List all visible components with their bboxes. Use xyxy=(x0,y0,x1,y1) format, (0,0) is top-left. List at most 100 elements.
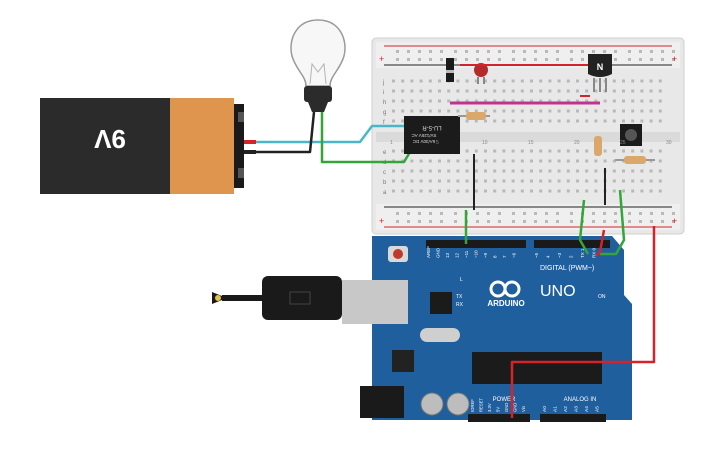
breadboard-hole[interactable] xyxy=(548,159,552,163)
rail-hole[interactable] xyxy=(556,212,559,215)
breadboard-hole[interactable] xyxy=(530,149,533,153)
breadboard-hole[interactable] xyxy=(576,169,579,173)
breadboard-hole[interactable] xyxy=(622,89,625,93)
breadboard-hole[interactable] xyxy=(511,179,515,183)
breadboard-hole[interactable] xyxy=(428,109,432,113)
breadboard-hole[interactable] xyxy=(493,89,497,93)
breadboard-hole[interactable] xyxy=(474,179,478,183)
breadboard-hole[interactable] xyxy=(520,179,524,183)
breadboard-hole[interactable] xyxy=(539,169,543,173)
breadboard-hole[interactable] xyxy=(511,149,515,153)
breadboard-hole[interactable] xyxy=(594,159,598,163)
breadboard-hole[interactable] xyxy=(585,99,589,103)
rail-hole[interactable] xyxy=(523,58,526,61)
breadboard-hole[interactable] xyxy=(576,119,579,123)
breadboard-hole[interactable] xyxy=(401,169,405,173)
breadboard-hole[interactable] xyxy=(410,189,414,193)
rail-hole[interactable] xyxy=(628,50,631,53)
rail-hole[interactable] xyxy=(534,58,537,61)
breadboard-hole[interactable] xyxy=(612,149,616,153)
breadboard-hole[interactable] xyxy=(557,89,561,93)
rail-hole[interactable] xyxy=(614,58,617,61)
breadboard-hole[interactable] xyxy=(520,89,524,93)
rail-hole[interactable] xyxy=(672,212,675,215)
rail-hole[interactable] xyxy=(407,50,410,53)
breadboard-hole[interactable] xyxy=(640,119,644,123)
breadboard-hole[interactable] xyxy=(658,179,662,183)
breadboard-hole[interactable] xyxy=(520,99,524,103)
breadboard-hole[interactable] xyxy=(484,119,487,123)
breadboard-hole[interactable] xyxy=(548,109,552,113)
breadboard-hole[interactable] xyxy=(557,99,561,103)
rail-hole[interactable] xyxy=(465,50,468,53)
rail-hole[interactable] xyxy=(545,58,548,61)
breadboard-hole[interactable] xyxy=(502,189,506,193)
rail-hole[interactable] xyxy=(581,58,584,61)
breadboard-hole[interactable] xyxy=(539,89,543,93)
breadboard-hole[interactable] xyxy=(465,169,469,173)
rail-hole[interactable] xyxy=(454,50,457,53)
rail-hole[interactable] xyxy=(570,50,573,53)
breadboard-hole[interactable] xyxy=(474,99,478,103)
breadboard-hole[interactable] xyxy=(419,89,423,93)
breadboard-hole[interactable] xyxy=(576,159,579,163)
breadboard-hole[interactable] xyxy=(631,169,635,173)
breadboard-hole[interactable] xyxy=(622,109,625,113)
breadboard-hole[interactable] xyxy=(566,149,570,153)
rail-hole[interactable] xyxy=(545,220,548,223)
rail-hole[interactable] xyxy=(672,50,675,53)
breadboard-hole[interactable] xyxy=(419,159,423,163)
breadboard-hole[interactable] xyxy=(484,89,487,93)
breadboard-hole[interactable] xyxy=(410,79,414,83)
breadboard-hole[interactable] xyxy=(465,89,469,93)
breadboard-hole[interactable] xyxy=(511,89,515,93)
rail-hole[interactable] xyxy=(603,50,606,53)
breadboard-hole[interactable] xyxy=(520,149,524,153)
breadboard-hole[interactable] xyxy=(566,79,570,83)
breadboard-hole[interactable] xyxy=(428,189,432,193)
breadboard-hole[interactable] xyxy=(465,109,469,113)
breadboard-hole[interactable] xyxy=(401,119,405,123)
breadboard-hole[interactable] xyxy=(539,179,543,183)
breadboard-hole[interactable] xyxy=(594,79,598,83)
breadboard-hole[interactable] xyxy=(502,109,506,113)
rail-hole[interactable] xyxy=(570,220,573,223)
breadboard-hole[interactable] xyxy=(474,189,478,193)
rail-hole[interactable] xyxy=(498,212,501,215)
rail-hole[interactable] xyxy=(476,50,479,53)
breadboard-hole[interactable] xyxy=(447,99,451,103)
breadboard-hole[interactable] xyxy=(530,189,533,193)
breadboard-hole[interactable] xyxy=(622,169,625,173)
rail-hole[interactable] xyxy=(476,212,479,215)
rail-hole[interactable] xyxy=(639,220,642,223)
breadboard-hole[interactable] xyxy=(622,189,625,193)
breadboard-hole[interactable] xyxy=(594,189,598,193)
rail-hole[interactable] xyxy=(534,212,537,215)
breadboard-hole[interactable] xyxy=(474,119,478,123)
breadboard-hole[interactable] xyxy=(530,169,533,173)
rail-hole[interactable] xyxy=(570,58,573,61)
breadboard-hole[interactable] xyxy=(502,119,506,123)
breadboard-hole[interactable] xyxy=(438,189,441,193)
breadboard-hole[interactable] xyxy=(557,119,561,123)
rail-hole[interactable] xyxy=(545,212,548,215)
breadboard-hole[interactable] xyxy=(484,79,487,83)
breadboard-hole[interactable] xyxy=(419,179,423,183)
breadboard-hole[interactable] xyxy=(465,179,469,183)
breadboard-hole[interactable] xyxy=(428,79,432,83)
breadboard-hole[interactable] xyxy=(511,189,515,193)
breadboard-hole[interactable] xyxy=(640,99,644,103)
breadboard-hole[interactable] xyxy=(474,159,478,163)
rail-hole[interactable] xyxy=(650,212,653,215)
breadboard-hole[interactable] xyxy=(548,79,552,83)
breadboard-hole[interactable] xyxy=(658,149,662,153)
breadboard-hole[interactable] xyxy=(493,99,497,103)
breadboard-hole[interactable] xyxy=(456,109,460,113)
breadboard-hole[interactable] xyxy=(530,159,533,163)
rail-hole[interactable] xyxy=(570,212,573,215)
breadboard-hole[interactable] xyxy=(557,159,561,163)
breadboard-hole[interactable] xyxy=(456,159,460,163)
breadboard-hole[interactable] xyxy=(428,89,432,93)
breadboard-hole[interactable] xyxy=(658,89,662,93)
breadboard-hole[interactable] xyxy=(392,179,395,183)
